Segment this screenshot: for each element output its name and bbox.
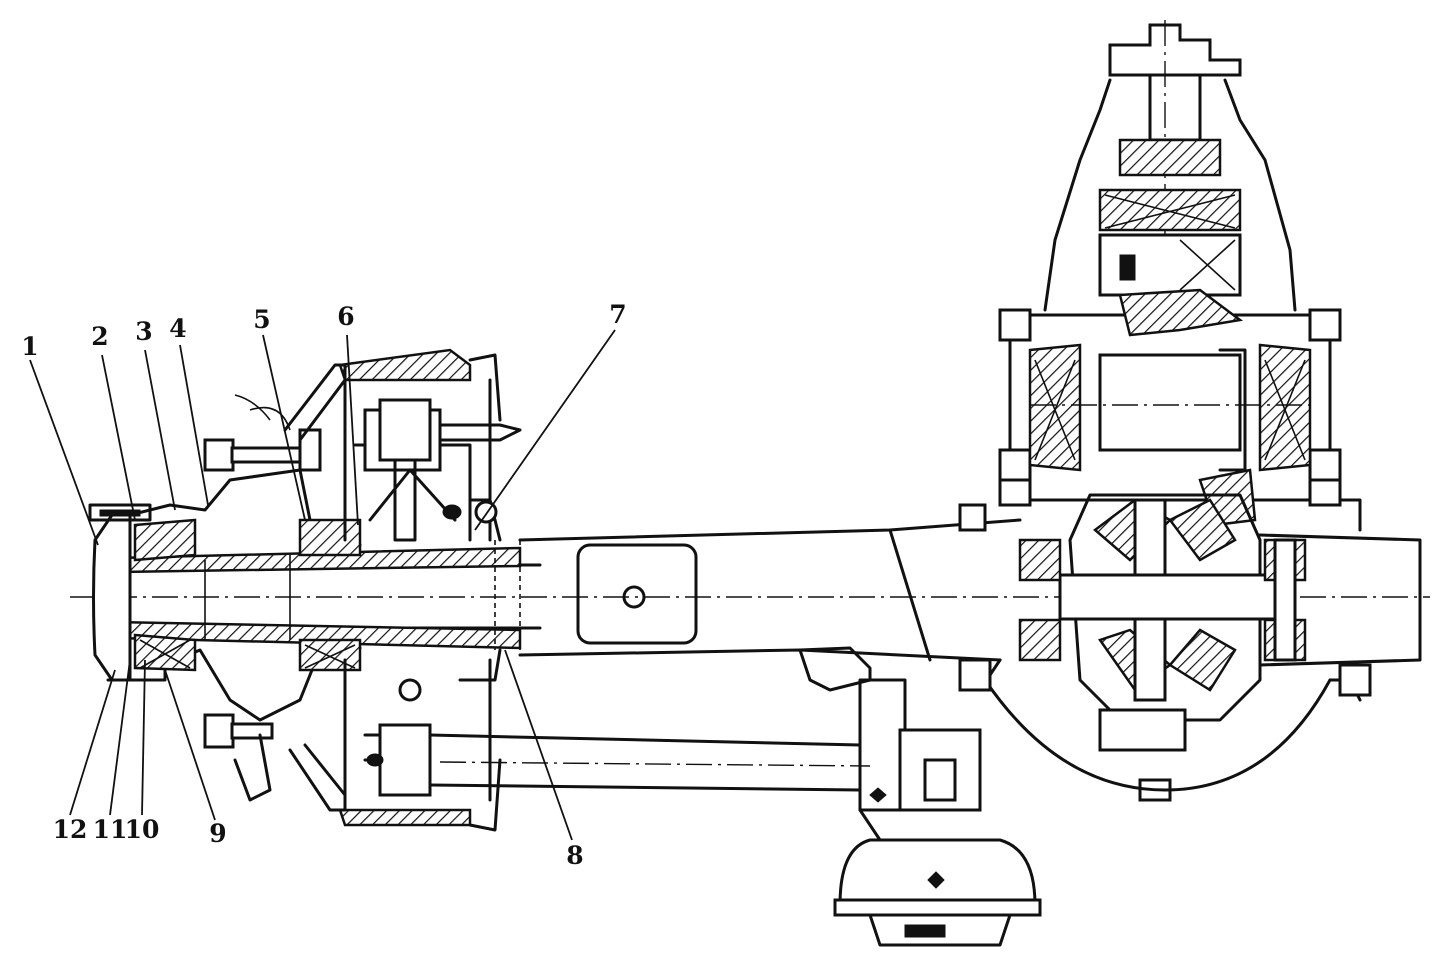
brake-drum xyxy=(283,348,502,832)
pinion-housing xyxy=(1043,78,1297,312)
callout-leader-12 xyxy=(69,669,116,816)
callout-leader-10 xyxy=(141,659,146,816)
callout-leader-4 xyxy=(179,344,209,506)
brake-shoe-upper xyxy=(343,378,522,542)
callout-label-4: 4 xyxy=(169,314,186,343)
wheel-hub xyxy=(128,468,362,722)
callout-label-10: 10 xyxy=(125,815,160,844)
wheel-stud-lower xyxy=(203,713,274,802)
callout-leader-6 xyxy=(346,334,359,526)
callout-label-2: 2 xyxy=(91,322,108,351)
brake-shoe-lower xyxy=(343,658,492,802)
callout-label-8: 8 xyxy=(566,841,583,870)
callout-label-6: 6 xyxy=(337,302,354,331)
callout-leader-5 xyxy=(262,334,306,521)
callout-label-1: 1 xyxy=(21,332,38,361)
axle-shaft-bearing-right xyxy=(958,503,1307,662)
callout-label-7: 7 xyxy=(609,300,626,329)
brake-chamber xyxy=(833,838,1042,947)
wheel-stud-upper xyxy=(203,394,322,472)
brake-camshaft xyxy=(428,646,907,812)
callout-leader-9 xyxy=(164,669,216,821)
callout-label-3: 3 xyxy=(135,317,152,346)
hub-end-cap xyxy=(88,503,167,682)
callout-label-11: 11 xyxy=(93,815,128,844)
brake-backing-plate xyxy=(468,498,502,682)
half-shaft xyxy=(113,540,542,650)
differential-cover xyxy=(958,658,1372,792)
differential-gears xyxy=(1058,493,1277,802)
callout-leader-1 xyxy=(29,359,99,546)
callout-leader-3 xyxy=(144,349,176,511)
callouts: 1 2 3 4 5 6 7 8 9 10 11 12 xyxy=(21,300,626,870)
callout-label-12: 12 xyxy=(53,815,88,844)
callout-leader-7 xyxy=(474,329,616,531)
callout-leader-11 xyxy=(109,659,131,816)
callout-label-5: 5 xyxy=(253,305,270,334)
slack-adjuster xyxy=(858,728,982,862)
differential-housing xyxy=(998,308,1342,507)
callout-leader-2 xyxy=(101,354,136,521)
callout-leader-8 xyxy=(504,649,573,841)
callout-label-9: 9 xyxy=(209,819,226,848)
